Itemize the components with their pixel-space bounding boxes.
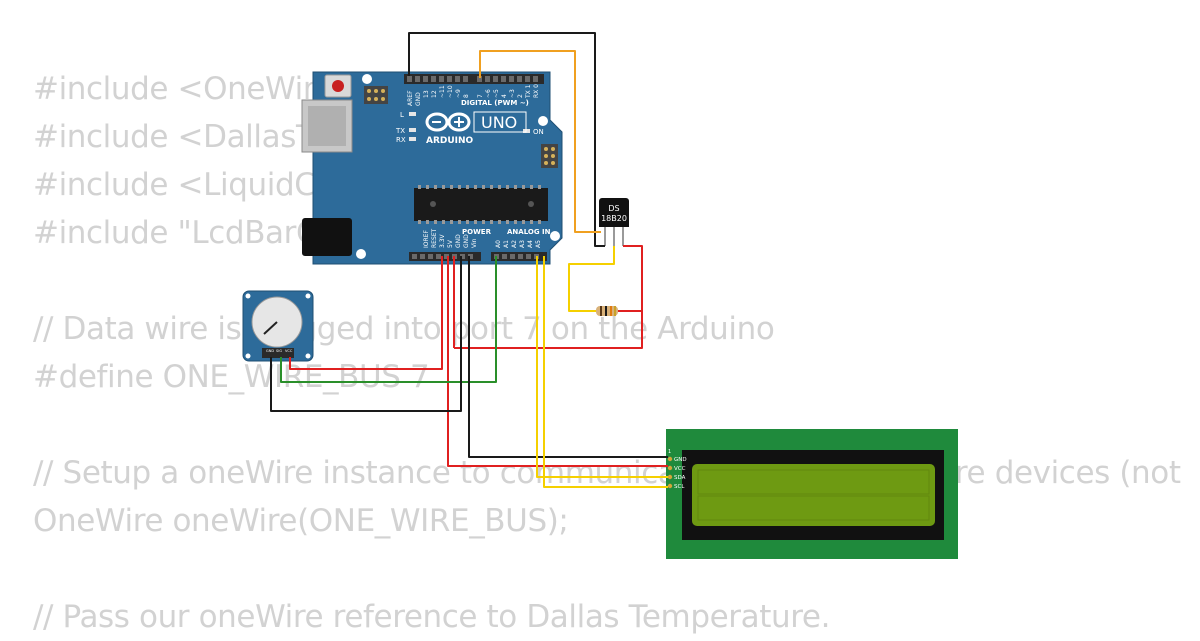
microcontroller-chip xyxy=(414,188,548,221)
wire-pot-signal[interactable] xyxy=(280,256,497,383)
led-l-label: L xyxy=(400,111,404,119)
digital-header xyxy=(404,74,544,84)
pin-label: GND xyxy=(455,234,462,248)
code-line: OneWire oneWire(ONE_WIRE_BUS); xyxy=(33,503,569,539)
pin-label: ~5 xyxy=(493,89,500,98)
lcd-screen xyxy=(692,464,935,526)
lcd-1602-i2c[interactable]: 1 GND VCC SDA SCL xyxy=(666,429,958,559)
sensor-label-2: 18B20 xyxy=(601,214,627,223)
pin-label: A1 xyxy=(503,240,510,248)
pin-label: ~6 xyxy=(485,89,492,98)
wire-sensor-gnd[interactable] xyxy=(408,32,605,247)
board-model: UNO xyxy=(481,113,517,132)
pin-label: RX 0 xyxy=(533,84,540,98)
arduino-uno-board[interactable]: AREF GND 13 12 ~11 ~10 ~9 8 7 ~6 ~5 4 ~3… xyxy=(301,71,563,265)
led-tx xyxy=(409,128,416,132)
reset-button[interactable] xyxy=(332,80,344,92)
pin-label: ~3 xyxy=(509,89,516,98)
led-rx xyxy=(409,137,416,141)
pin-label: 4 xyxy=(501,94,508,98)
lcd-pin1-marker: 1 xyxy=(668,449,671,455)
pin-label: 2 xyxy=(517,94,524,98)
pot-pin-label: VCC xyxy=(285,349,293,353)
arduino-logo-icon xyxy=(425,112,471,132)
pin-label: GND xyxy=(415,92,422,106)
analog-label: ANALOG IN xyxy=(507,228,551,236)
wire-lcd-sda[interactable] xyxy=(536,256,668,478)
lcd-pin-label: SDA xyxy=(674,475,686,481)
pin-label: IOREF xyxy=(423,230,430,248)
wire-sensor-data[interactable] xyxy=(479,50,601,233)
pot-pin-label: GND xyxy=(266,349,274,353)
pin-label: A2 xyxy=(511,240,518,248)
pin-label: ~9 xyxy=(455,89,462,98)
wire-lcd-scl[interactable] xyxy=(543,256,668,488)
pin-label: Vin xyxy=(471,238,478,248)
pin-label: A0 xyxy=(495,240,502,248)
board-brand: ARDUINO xyxy=(426,136,474,146)
led-on-label: ON xyxy=(533,128,544,136)
pin-label: GND xyxy=(463,234,470,248)
wire-pot-vcc[interactable] xyxy=(289,256,443,370)
led-tx-label: TX xyxy=(395,127,405,135)
pin-label: 13 xyxy=(423,90,430,98)
wire-sensor-vcc[interactable] xyxy=(454,245,643,349)
code-line: // Pass our oneWire reference to Dallas … xyxy=(33,599,831,635)
ds18b20-sensor[interactable]: DS 18B20 xyxy=(599,198,629,246)
pin-label: RESET xyxy=(431,228,438,248)
pin-label: TX 1 xyxy=(525,84,532,99)
pin-label: 7 xyxy=(477,94,484,98)
pin-label: 3.3V xyxy=(439,233,446,248)
pin-label: A4 xyxy=(527,240,534,248)
digital-header-label: DIGITAL (PWM ~) xyxy=(461,99,529,107)
lcd-pin-label: GND xyxy=(674,457,687,463)
code-line: #define ONE_WIRE_BUS 7 xyxy=(33,359,430,395)
wire-lcd-gnd[interactable] xyxy=(468,256,668,458)
pin-label: 5V xyxy=(447,239,454,248)
pin-label: ~11 xyxy=(439,85,446,98)
pin-label: ~10 xyxy=(447,85,454,98)
pot-pin-label: SIG xyxy=(276,349,282,353)
wire-lcd-vcc[interactable] xyxy=(447,256,668,467)
sensor-label-1: DS xyxy=(608,204,619,213)
power-jack xyxy=(302,218,352,256)
potentiometer[interactable]: GND SIG VCC xyxy=(242,290,314,362)
power-label: POWER xyxy=(462,228,492,236)
pin-label: AREF xyxy=(407,90,414,106)
led-rx-label: RX xyxy=(396,136,406,144)
pin-label: A3 xyxy=(519,240,526,248)
lcd-pin-label: SCL xyxy=(674,484,685,490)
lcd-pin-label: VCC xyxy=(674,466,686,472)
led-l xyxy=(409,112,416,116)
wire-pot-gnd[interactable] xyxy=(270,256,462,412)
wire-data-pullup[interactable] xyxy=(568,246,615,312)
pin-label: 8 xyxy=(463,94,470,98)
pin-label: 12 xyxy=(431,90,438,98)
pin-label: A5 xyxy=(535,240,542,248)
